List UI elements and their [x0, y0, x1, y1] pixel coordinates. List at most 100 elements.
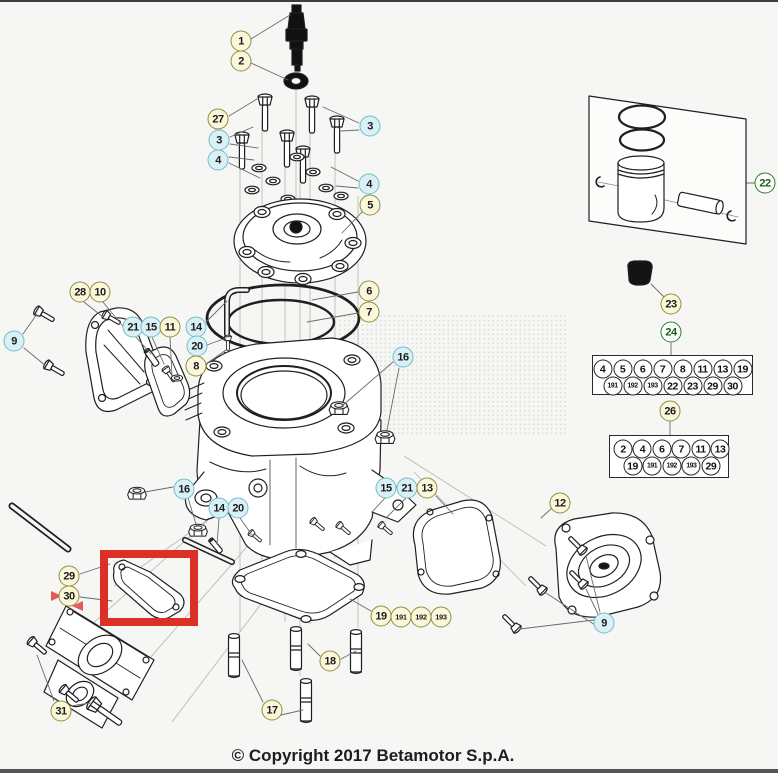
washer	[170, 374, 184, 382]
part-balloon-193[interactable]: 193	[430, 606, 452, 628]
part-balloon-7[interactable]: 7	[358, 301, 380, 323]
part-balloon-10[interactable]: 10	[89, 281, 111, 303]
dowel-pin	[208, 537, 223, 554]
kit-item-193[interactable]: 193	[643, 376, 662, 396]
part-balloon-17[interactable]: 17	[261, 699, 283, 721]
part-balloon-14[interactable]: 14	[185, 316, 207, 338]
piston	[617, 155, 665, 223]
part-balloon-12[interactable]: 12	[549, 492, 571, 514]
part-balloon-18[interactable]: 18	[319, 650, 341, 672]
circlip-right	[726, 210, 736, 222]
reed-valve-group	[8, 502, 235, 731]
part-balloon-24[interactable]: 24	[660, 321, 682, 343]
part-balloon-9[interactable]: 9	[3, 330, 25, 352]
kit-item-29[interactable]: 29	[703, 376, 722, 396]
spark-plug	[285, 4, 308, 72]
kit-item-23[interactable]: 23	[683, 376, 702, 396]
part-balloon-30[interactable]: 30	[58, 585, 80, 607]
part-balloon-21[interactable]: 21	[396, 477, 418, 499]
kit-item-13[interactable]: 13	[710, 439, 730, 459]
cover-bolt	[41, 358, 67, 380]
kit-item-8[interactable]: 8	[673, 359, 692, 379]
part-balloon-31[interactable]: 31	[50, 700, 72, 722]
kit-item-11[interactable]: 11	[693, 359, 712, 379]
stud	[289, 625, 303, 672]
bottom-border-bar	[0, 769, 778, 773]
kit-item-4[interactable]: 4	[632, 439, 652, 459]
part-balloon-191[interactable]: 191	[390, 606, 412, 628]
kit-item-7[interactable]: 7	[671, 439, 691, 459]
part-balloon-192[interactable]: 192	[410, 606, 432, 628]
dowel-pin	[143, 347, 160, 367]
part-balloon-28[interactable]: 28	[69, 281, 91, 303]
part-balloon-8[interactable]: 8	[185, 355, 207, 377]
kit-item-193[interactable]: 193	[681, 456, 701, 476]
part-balloon-20[interactable]: 20	[186, 335, 208, 357]
nut	[328, 401, 350, 415]
kit-item-19[interactable]: 19	[733, 359, 752, 379]
highlight-arrow-left	[51, 591, 62, 601]
kit-item-29[interactable]: 29	[701, 456, 721, 476]
circlip-left	[595, 176, 605, 188]
piston-kit-box	[588, 95, 747, 245]
part-balloon-2[interactable]: 2	[230, 50, 252, 72]
right-cover-gasket	[412, 499, 501, 595]
stud	[349, 628, 363, 675]
nut	[127, 486, 147, 500]
highlight-arrow-right	[72, 601, 83, 611]
kit-item-11[interactable]: 11	[691, 439, 711, 459]
kit-item-192[interactable]: 192	[623, 376, 642, 396]
kit-item-6[interactable]: 6	[633, 359, 652, 379]
kit-item-13[interactable]: 13	[713, 359, 732, 379]
part-balloon-19[interactable]: 19	[370, 605, 392, 627]
base-gasket	[231, 548, 365, 623]
kit-item-4[interactable]: 4	[593, 359, 612, 379]
part-balloon-16[interactable]: 16	[173, 478, 195, 500]
part-balloon-27[interactable]: 27	[207, 108, 229, 130]
kit-item-22[interactable]: 22	[663, 376, 682, 396]
part-balloon-26[interactable]: 26	[659, 400, 681, 422]
part-balloon-4[interactable]: 4	[358, 173, 380, 195]
leader-lines	[22, 14, 756, 716]
kit-item-5[interactable]: 5	[613, 359, 632, 379]
highlight-box	[100, 550, 198, 626]
part-balloon-14[interactable]: 14	[208, 497, 230, 519]
coolant-tube	[224, 287, 250, 337]
part-balloon-15[interactable]: 15	[140, 316, 162, 338]
wrist-pin	[676, 191, 724, 215]
kit-item-6[interactable]: 6	[652, 439, 672, 459]
kit-item-191[interactable]: 191	[642, 456, 662, 476]
right-side-cover	[554, 512, 662, 618]
part-balloon-5[interactable]: 5	[359, 194, 381, 216]
rubber-bush	[627, 260, 653, 286]
part-balloon-3[interactable]: 3	[359, 115, 381, 137]
part-balloon-29[interactable]: 29	[58, 565, 80, 587]
part-balloon-1[interactable]: 1	[230, 30, 252, 52]
kit-item-191[interactable]: 191	[603, 376, 622, 396]
stud	[227, 632, 241, 679]
top-border-bar	[0, 0, 778, 2]
cylinder-head	[233, 198, 367, 286]
kit-item-192[interactable]: 192	[662, 456, 682, 476]
part-balloon-20[interactable]: 20	[227, 497, 249, 519]
part-balloon-22[interactable]: 22	[754, 172, 776, 194]
part-balloon-11[interactable]: 11	[159, 316, 181, 338]
stud	[299, 677, 313, 724]
part-balloon-16[interactable]: 16	[392, 346, 414, 368]
part-balloon-9[interactable]: 9	[593, 612, 615, 634]
kit-item-30[interactable]: 30	[723, 376, 742, 396]
part-balloon-13[interactable]: 13	[416, 477, 438, 499]
kit-item-19[interactable]: 19	[623, 456, 642, 476]
part-balloon-15[interactable]: 15	[375, 477, 397, 499]
part-balloon-6[interactable]: 6	[358, 280, 380, 302]
part-balloon-4[interactable]: 4	[207, 149, 229, 171]
plug-seal	[283, 72, 309, 90]
kit-item-7[interactable]: 7	[653, 359, 672, 379]
part-balloon-23[interactable]: 23	[660, 293, 682, 315]
kit-item-2[interactable]: 2	[613, 439, 633, 459]
part-balloon-3[interactable]: 3	[208, 129, 230, 151]
